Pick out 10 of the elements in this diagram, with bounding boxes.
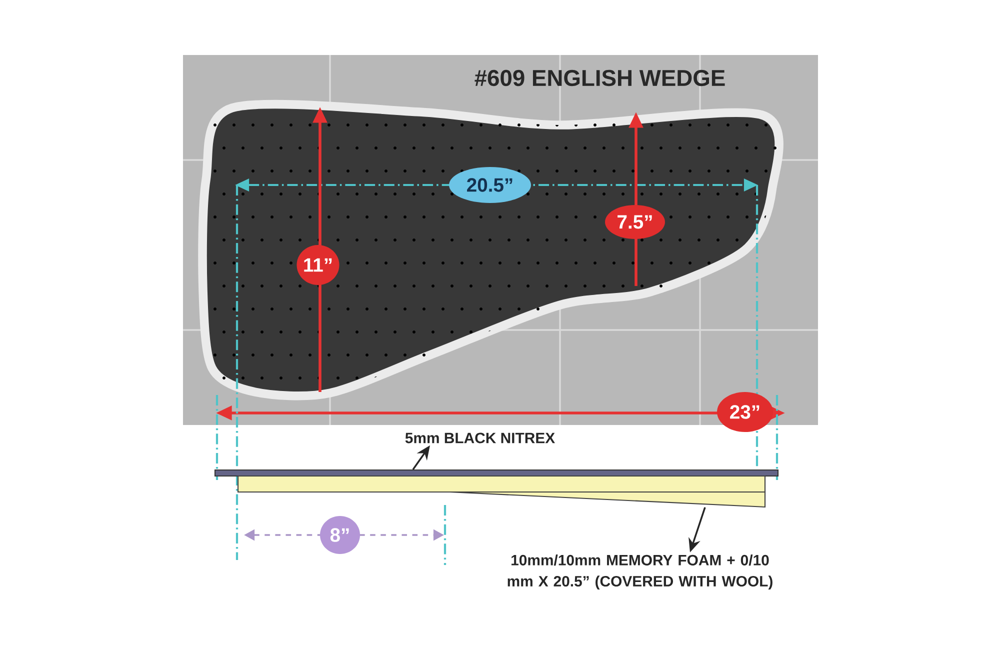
dimension-badge: 11” — [296, 245, 340, 285]
dimension-badge: 23” — [717, 392, 773, 432]
foam-layer — [237, 475, 766, 508]
dimension-badge: 8” — [320, 516, 360, 554]
rubber-layer — [214, 469, 779, 477]
dimension-badge: 7.5” — [605, 205, 665, 239]
title: #609 ENGLISH WEDGE — [474, 70, 725, 86]
callout-text: 10mm/10mm MEMORY FOAM + 0/10 mm X 20.5” (COVERED WITH WOOL) — [508, 554, 772, 590]
dimension-badge: 20.5” — [449, 167, 531, 203]
callout-text: 5mm BLACK NITREX — [405, 432, 555, 444]
